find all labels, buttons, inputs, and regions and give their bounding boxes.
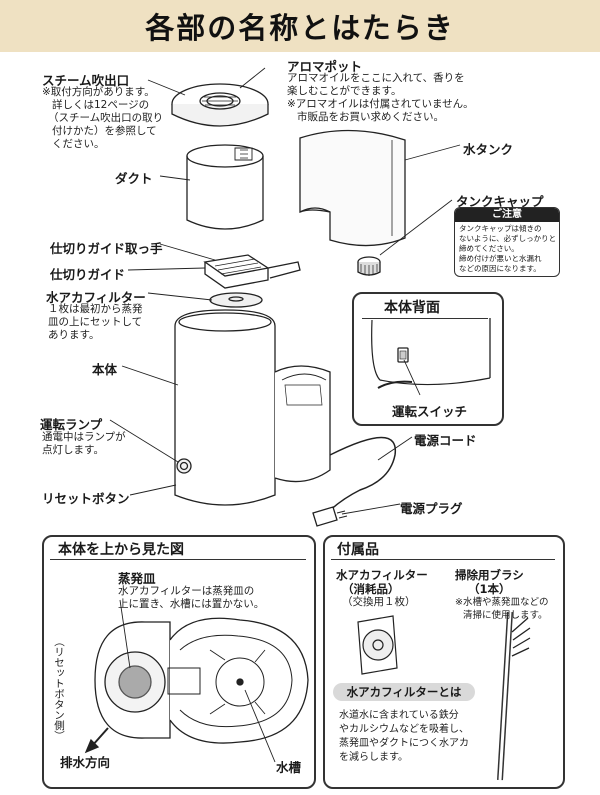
label-power-cord: 電源コード [414,433,477,448]
back-panel-title: 本体背面 [384,300,440,316]
label-body: 本体 [92,362,118,377]
main-body-drawing [174,309,396,527]
top-view-title: 本体を上から見た図 [58,542,184,558]
water-tank-drawing [299,129,406,247]
back-panel-drawing [371,318,491,396]
caution-line-2: ないように、必ずしっかりと [459,234,557,243]
back-panel-box [352,292,504,426]
water-filter-note-1: １枚は最初から蒸発 [48,303,143,315]
label-acc-filter: 水アカフィルター [336,568,428,582]
divider-guide-drawing [203,254,301,289]
aroma-pot-note-4: 市販品をお買い求めください。 [297,111,444,123]
caution-title: ご注意 [455,208,559,222]
aroma-pot-note-2: 楽しむことができます。 [287,85,402,97]
top-view-box [42,535,316,789]
accessories-divider [331,559,555,560]
label-water-bath: 水槽 [276,760,302,775]
acc-brush-qty: （1本） [468,582,511,596]
what-is-line-2: やカルシウムなどを吸着し、 [339,724,469,735]
acc-filter-qty: （交換用１枚） [342,596,416,608]
steam-outlet-note-3: （スチーム吹出口の取り [48,112,164,124]
label-water-filter: 水アカフィルター [46,290,146,305]
label-power-plug: 電源プラグ [400,501,463,516]
label-acc-filter-consumable: （消耗品） [342,582,400,596]
caution-line-1: タンクキャップは傾きの [459,224,542,233]
label-aroma-pot: アロマポット [287,59,363,74]
leader-lines [109,67,461,515]
top-view-divider [50,559,306,560]
acc-brush-note-2: 清掃に使用します。 [463,610,548,621]
steam-outlet-note-1: ※取付方向があります。 [42,86,155,98]
what-is-line-1: 水道水に含まれている鉄分 [339,710,459,721]
filter-drawing [209,292,263,308]
aroma-pot-note-3: ※アロマオイルは付属されていません。 [287,98,474,110]
label-steam-outlet: スチーム吹出口 [42,73,130,88]
what-is-filter-pill: 水アカフィルターとは [333,683,475,701]
label-water-tank: 水タンク [463,142,514,157]
caution-box: ご注意 タンクキャップは傾きの ないように、必ずしっかりと 締めてください。 締… [454,207,560,277]
what-is-line-3: 蒸発皿やダクトにつく水アカ [339,738,469,749]
steam-outlet-drawing [171,83,269,127]
label-divider-guide: 仕切りガイド [50,267,126,282]
acc-brush-note-1: ※水槽や蒸発皿などの [455,597,549,608]
caution-line-5: などの原因になります。 [459,264,541,273]
water-filter-note-3: あります。 [48,329,100,341]
run-lamp-note-2: 点灯します。 [42,444,104,456]
reset-side-label: （リセットボタン側） [53,636,65,741]
evap-dish-note-1: 水アカフィルターは蒸発皿の [118,585,255,597]
caution-line-3: 締めてください。 [459,244,519,253]
water-filter-note-2: 皿の上にセットして [48,316,143,328]
accessories-box [323,535,565,789]
what-is-line-4: を減らします。 [339,752,408,763]
label-tank-cap: タンクキャップ [456,194,544,209]
steam-outlet-note-2: 詳しくは12ページの [52,99,150,111]
tank-cap-drawing [357,256,381,276]
label-duct: ダクト [115,171,153,186]
label-run-lamp: 運転ランプ [40,417,103,432]
aroma-pot-note-1: アロマオイルをここに入れて、香りを [287,72,465,84]
label-acc-brush: 掃除用ブラシ [455,568,524,582]
steam-outlet-note-5: ください。 [52,138,105,150]
accessories-title: 付属品 [337,542,379,558]
accessory-drawings [357,611,531,781]
run-lamp-note-1: 通電中はランプが [42,431,126,443]
top-view-drawing [84,599,309,763]
caution-line-4: 締め付けが悪いと水漏れ [459,254,542,263]
label-drain-direction: 排水方向 [60,755,111,770]
back-panel-divider [362,318,488,319]
steam-outlet-note-4: 付けかた）を参照して [52,125,157,137]
page-title: 各部の名称とはたらき [145,11,455,45]
label-evap-dish: 蒸発皿 [118,571,156,586]
label-reset-button: リセットボタン [42,491,130,506]
evap-dish-note-2: 上に置き、水槽には置かない。 [118,598,265,610]
duct-drawing [186,144,264,230]
label-divider-handle: 仕切りガイド取っ手 [50,241,163,256]
label-run-switch: 運転スイッチ [392,404,468,419]
title-banner: 各部の名称とはたらき [0,0,600,52]
